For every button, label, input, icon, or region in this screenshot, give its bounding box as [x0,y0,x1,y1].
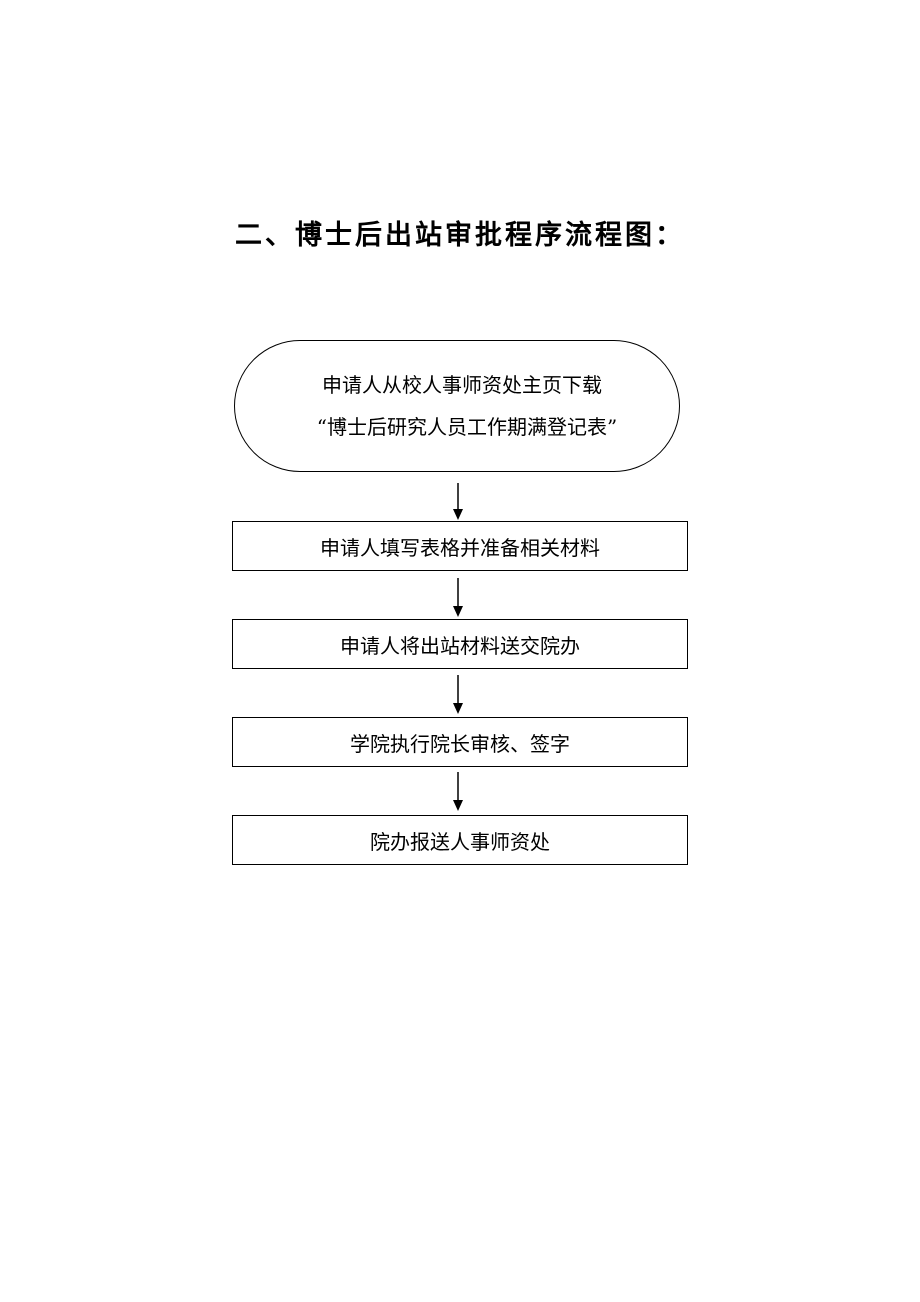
flow-step-1: 申请人填写表格并准备相关材料 [232,521,688,571]
page-title: 二、博士后出站审批程序流程图： [235,220,685,251]
flow-arrow-2 [453,578,463,617]
flow-arrow-1 [453,483,463,520]
flow-step-3-label: 学院执行院长审核、签字 [350,731,570,756]
flow-arrow-4 [453,772,463,811]
flow-step-3: 学院执行院长审核、签字 [232,717,688,767]
flow-step-1-label: 申请人填写表格并准备相关材料 [320,535,600,560]
flow-start-node: 申请人从校人事师资处主页下载 “博士后研究人员工作期满登记表” [234,340,680,472]
flow-step-4: 院办报送人事师资处 [232,815,688,865]
flow-arrow-3 [453,675,463,714]
start-node-line-1: 申请人从校人事师资处主页下载 [322,373,602,397]
flow-step-2-label: 申请人将出站材料送交院办 [340,633,580,658]
start-node-line-2: “博士后研究人员工作期满登记表” [316,415,618,439]
flow-step-2: 申请人将出站材料送交院办 [232,619,688,669]
flow-step-4-label: 院办报送人事师资处 [370,829,550,854]
